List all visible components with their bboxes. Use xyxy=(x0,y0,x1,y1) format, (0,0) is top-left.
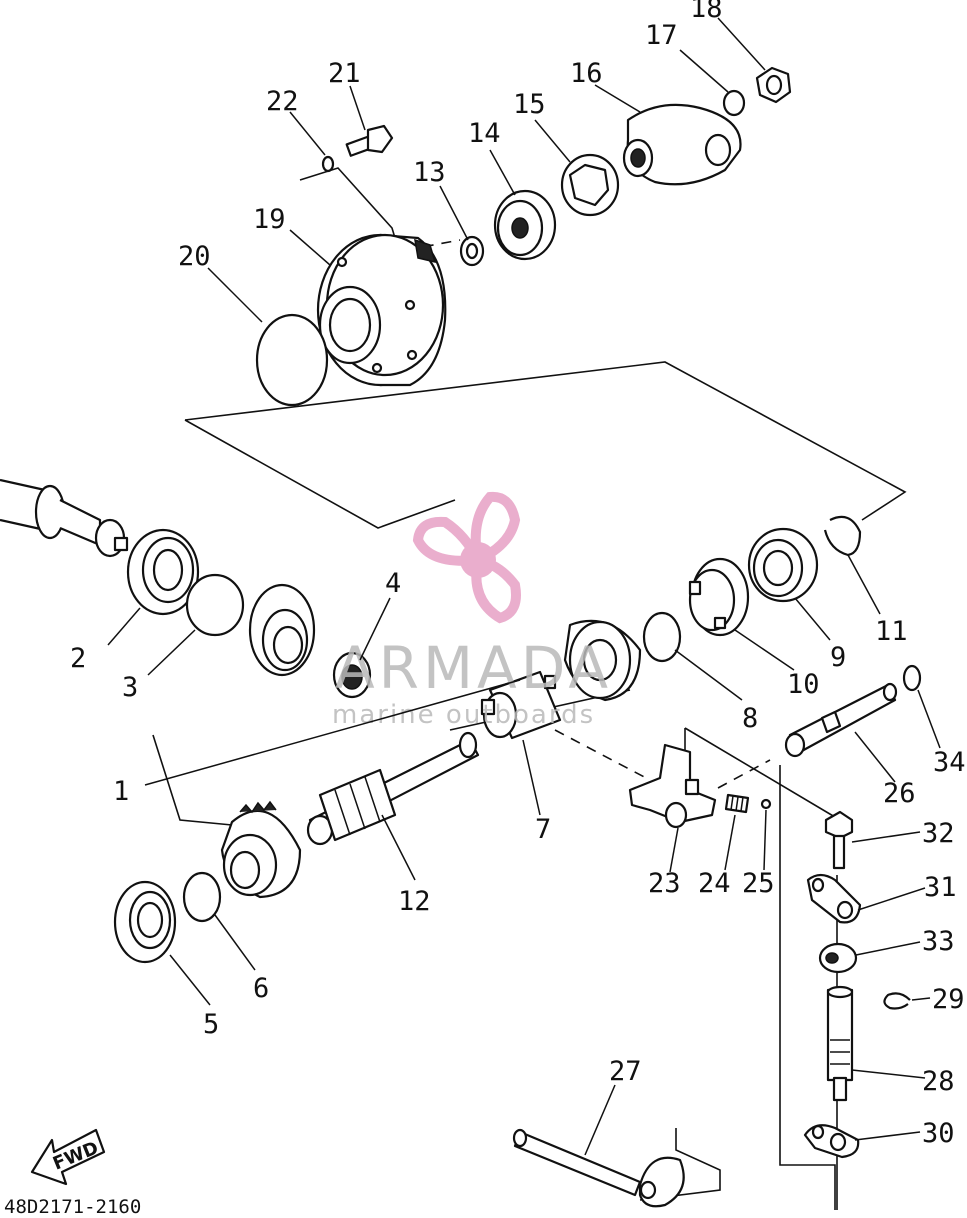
coupling-16 xyxy=(622,103,742,186)
bolt-21 xyxy=(345,124,394,157)
washer-13 xyxy=(459,235,485,267)
armada-watermark: ARMADA marine outboards xyxy=(332,491,612,730)
callout-10: 10 xyxy=(787,669,820,700)
callout-1: 1 xyxy=(113,776,129,807)
callout-5: 5 xyxy=(203,1009,219,1040)
circlip-29 xyxy=(883,992,911,1010)
bearing-housing-19 xyxy=(316,233,447,387)
callout-24: 24 xyxy=(698,868,731,899)
shim-8 xyxy=(642,611,682,663)
callout-29: 29 xyxy=(932,984,965,1015)
callout-16: 16 xyxy=(570,58,603,89)
callout-14: 14 xyxy=(468,118,501,149)
callout-9: 9 xyxy=(830,642,846,673)
ball-25 xyxy=(760,798,772,810)
callout-26: 26 xyxy=(883,778,916,809)
nut-15 xyxy=(560,153,620,217)
callout-numbers: 1 2 3 4 5 6 7 8 9 10 11 12 13 14 15 16 1… xyxy=(70,0,966,1149)
nut-18 xyxy=(755,66,792,104)
callout-13: 13 xyxy=(413,157,446,188)
shim-6 xyxy=(182,871,222,923)
callout-22: 22 xyxy=(266,86,299,117)
catalog-code: 48D2171-2160 xyxy=(4,1196,141,1218)
bearing-holder-10 xyxy=(688,557,750,637)
bolt-32 xyxy=(824,810,854,870)
gasket-20 xyxy=(255,313,329,407)
washer-17 xyxy=(722,89,746,117)
propeller-shaft-12 xyxy=(306,731,480,846)
shift-arm-27 xyxy=(512,1128,685,1208)
leader-lines xyxy=(107,17,941,1156)
lever-30 xyxy=(803,1124,860,1159)
shift-shaft-28 xyxy=(826,985,854,1102)
bearing-9 xyxy=(747,527,819,603)
callout-23: 23 xyxy=(648,868,681,899)
callout-34: 34 xyxy=(933,747,966,778)
callout-31: 31 xyxy=(924,872,957,903)
circlip-11 xyxy=(823,515,862,557)
watermark-brand: ARMADA xyxy=(335,634,612,702)
callout-11: 11 xyxy=(875,616,908,647)
fwd-arrow-icon: FWD xyxy=(30,1128,106,1186)
bushing-33 xyxy=(818,942,858,974)
callout-19: 19 xyxy=(253,204,286,235)
bearing-14 xyxy=(493,189,557,261)
callout-30: 30 xyxy=(922,1118,955,1149)
callout-25: 25 xyxy=(742,868,775,899)
propeller-logo-icon xyxy=(412,491,521,624)
bearing-2 xyxy=(126,528,200,616)
callout-33: 33 xyxy=(922,926,955,957)
shim-3 xyxy=(185,573,245,637)
callout-21: 21 xyxy=(328,58,361,89)
bearing-5 xyxy=(113,880,177,964)
callout-2: 2 xyxy=(70,643,86,674)
o-ring-34 xyxy=(902,664,922,692)
drive-shaft-end xyxy=(0,478,129,558)
lever-31 xyxy=(806,873,862,924)
callout-15: 15 xyxy=(513,89,546,120)
callout-27: 27 xyxy=(609,1056,642,1087)
callout-20: 20 xyxy=(178,241,211,272)
callout-17: 17 xyxy=(645,20,678,51)
spring-24 xyxy=(724,793,750,814)
callout-12: 12 xyxy=(398,886,431,917)
forward-gear-assembly xyxy=(220,800,302,899)
reverse-gear xyxy=(563,619,642,702)
shift-cam-23 xyxy=(628,743,717,829)
callout-3: 3 xyxy=(122,672,138,703)
callout-8: 8 xyxy=(742,703,758,734)
pinion-gear-1 xyxy=(248,583,316,677)
callout-18: 18 xyxy=(690,0,723,24)
callout-6: 6 xyxy=(253,973,269,1004)
shift-rod-26 xyxy=(784,682,898,758)
callout-32: 32 xyxy=(922,818,955,849)
callout-7: 7 xyxy=(535,814,551,845)
callout-4: 4 xyxy=(385,568,401,599)
watermark-tagline: marine outboards xyxy=(332,700,595,730)
clutch-dog-7 xyxy=(480,670,562,740)
nut-4 xyxy=(332,651,372,699)
washer-22 xyxy=(321,155,335,173)
callout-28: 28 xyxy=(922,1066,955,1097)
